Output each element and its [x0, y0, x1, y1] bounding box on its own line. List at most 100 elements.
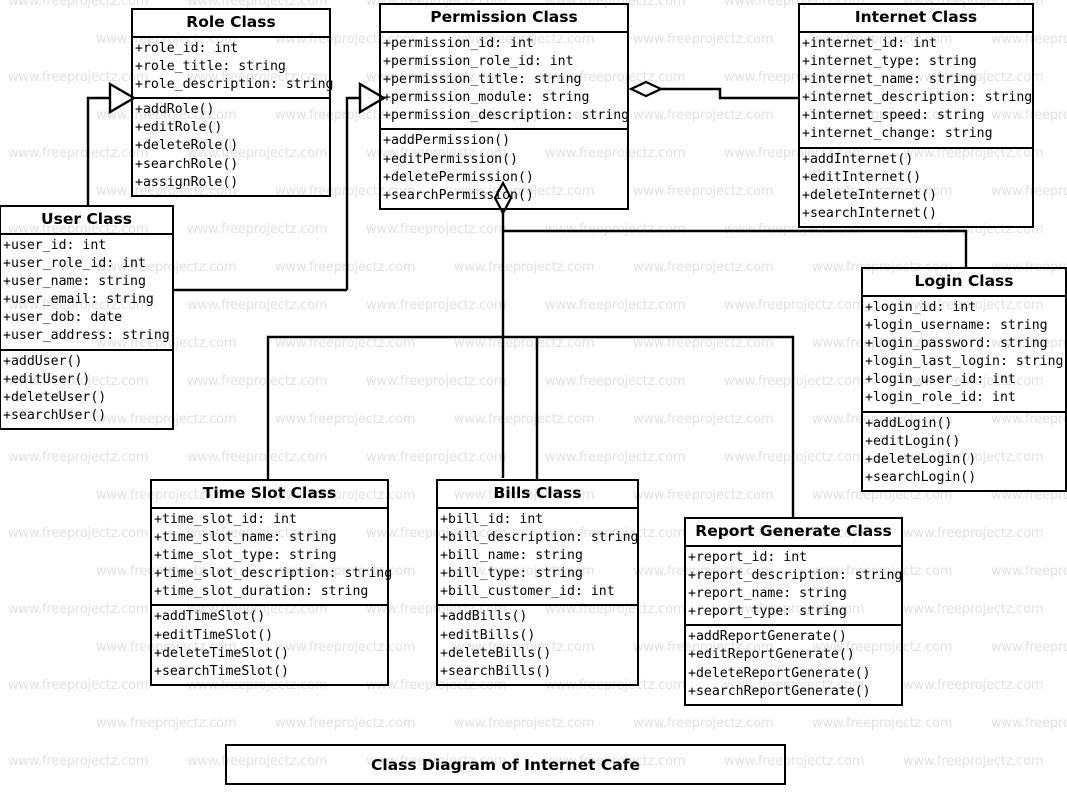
- method-row: +deletePermission(): [383, 169, 534, 185]
- method-row: +editReportGenerate(): [688, 647, 855, 663]
- watermark-text: www.freeprojectz.com: [366, 298, 507, 313]
- watermark-text: www.freeprojectz.com: [275, 716, 416, 731]
- attribute-row: +time_slot_type: string: [154, 548, 337, 564]
- watermark-text: www.freeprojectz.com: [187, 298, 328, 313]
- method-row: +editTimeSlot(): [154, 627, 274, 643]
- attribute-row: +user_name: string: [3, 274, 146, 290]
- watermark-text: www.freeprojectz.com: [545, 298, 686, 313]
- watermark-text: www.freeprojectz.com: [633, 32, 774, 47]
- class-box-time-slot[interactable]: Time Slot Class +time_slot_id: int+time_…: [150, 479, 392, 686]
- method-row: +deleteUser(): [3, 389, 107, 405]
- watermark-text: www.freeprojectz.com: [8, 678, 149, 693]
- method-row: +searchBills(): [440, 663, 552, 679]
- method-row: +editRole(): [135, 120, 223, 136]
- watermark-text: www.freeprojectz.com: [633, 716, 774, 731]
- watermark-text: www.freeprojectz.com: [8, 0, 149, 9]
- attribute-row: +bill_description: string: [440, 530, 639, 546]
- watermark-text: www.freeprojectz.com: [724, 298, 865, 313]
- method-row: +assignRole(): [135, 174, 239, 190]
- attribute-row: +bill_id: int: [440, 512, 544, 528]
- method-row: +searchTimeSlot(): [154, 663, 289, 679]
- attribute-row: +report_description: string: [688, 568, 903, 584]
- attribute-row: +time_slot_duration: string: [154, 584, 369, 600]
- watermark-text: www.freeprojectz.com: [633, 260, 774, 275]
- attribute-row: +bill_name: string: [440, 548, 583, 564]
- attribute-row: +permission_description: string: [383, 108, 630, 124]
- class-title-user: User Class: [1, 207, 172, 236]
- watermark-text: www.freeprojectz.com: [724, 450, 865, 465]
- class-attributes-report-generate: +report_id: int +report_description: stri…: [686, 547, 903, 627]
- attribute-row: +time_slot_name: string: [154, 530, 337, 546]
- watermark-text: www.freeprojectz.com: [454, 412, 595, 427]
- method-row: +editUser(): [3, 371, 91, 387]
- class-methods-login: +addLogin()+editLogin()+deleteLogin()+se…: [863, 413, 1065, 490]
- method-row: +editInternet(): [802, 169, 922, 185]
- attribute-row: +report_name: string: [688, 586, 847, 602]
- watermark-text: www.freeprojectz.com: [8, 602, 149, 617]
- method-row: +editBills(): [440, 627, 536, 643]
- watermark-text: www.freeprojectz.com: [187, 450, 328, 465]
- class-box-permission[interactable]: Permission Class +permission_id: int+per…: [379, 3, 629, 210]
- method-row: +addInternet(): [802, 151, 914, 167]
- watermark-text: www.freeprojectz.com: [633, 108, 774, 123]
- watermark-text: www.freeprojectz.com: [366, 222, 507, 237]
- watermark-text: www.freeprojectz.com: [8, 70, 149, 85]
- attribute-row: +report_id: int: [688, 550, 808, 566]
- attribute-row: +role_id: int: [135, 41, 239, 57]
- class-box-internet[interactable]: Internet Class +internet_id: int+interne…: [798, 3, 1034, 228]
- attribute-row: +role_title: string: [135, 59, 286, 75]
- watermark-text: www.freeprojectz.com: [366, 450, 507, 465]
- attribute-row: +internet_description: string: [802, 90, 1033, 106]
- connector-spine-to-timeslot: [266, 335, 503, 480]
- watermark-text: www.freeprojectz.com: [187, 222, 328, 237]
- watermark-text: www.freeprojectz.com: [812, 716, 953, 731]
- method-row: +addLogin(): [865, 415, 953, 431]
- watermark-text: www.freeprojectz.com: [454, 716, 595, 731]
- connector-permission-to-internet: [654, 87, 798, 100]
- watermark-text: www.freeprojectz.com: [724, 374, 865, 389]
- watermark-text: www.freeprojectz.com: [8, 526, 149, 541]
- class-attributes-bills: +bill_id: int +bill_description: string +b…: [438, 509, 639, 607]
- method-row: +searchUser(): [3, 407, 107, 423]
- class-title-bills: Bills Class: [438, 481, 637, 510]
- class-box-report-generate[interactable]: Report Generate Class +report_id: int+re…: [684, 517, 903, 706]
- watermark-text: www.freeprojectz.com: [903, 678, 1044, 693]
- attribute-row: +internet_speed: string: [802, 108, 985, 124]
- method-row: +editLogin(): [865, 433, 961, 449]
- watermark-text: www.freeprojectz.com: [545, 450, 686, 465]
- class-title-report-generate: Report Generate Class: [686, 519, 901, 548]
- attribute-row: +internet_type: string: [802, 54, 977, 70]
- watermark-text: www.freeprojectz.com: [903, 754, 1044, 769]
- attribute-row: +internet_name: string: [802, 72, 977, 88]
- attribute-row: +internet_id: int: [802, 36, 937, 52]
- watermark-text: www.freeprojectz.com: [991, 640, 1067, 655]
- method-row: +deleteReportGenerate(): [688, 665, 871, 681]
- attribute-row: +login_username: string: [865, 318, 1048, 334]
- diagram-caption-text: Class Diagram of Internet Cafe: [371, 755, 640, 774]
- class-box-bills[interactable]: Bills Class +bill_id: int +bill_descripti…: [436, 479, 639, 686]
- class-box-user[interactable]: User Class +user_id: int+user_role_id: i…: [0, 205, 174, 430]
- class-methods-bills: +addBills()+editBills()+deleteBills()+se…: [438, 606, 637, 683]
- attribute-row: +user_dob: date: [3, 310, 123, 326]
- watermark-text: www.freeprojectz.com: [8, 754, 149, 769]
- attribute-row: +login_user_id: int: [865, 372, 1016, 388]
- attribute-row: +time_slot_id: int: [154, 512, 297, 528]
- method-row: +addReportGenerate(): [688, 629, 847, 645]
- watermark-text: www.freeprojectz.com: [8, 146, 149, 161]
- diagram-caption-box: Class Diagram of Internet Cafe: [225, 744, 786, 785]
- attribute-row: +user_address: string: [3, 328, 170, 344]
- watermark-text: www.freeprojectz.com: [633, 488, 774, 503]
- watermark-text: www.freeprojectz.com: [633, 412, 774, 427]
- attribute-row: +login_role_id: int: [865, 390, 1016, 406]
- attribute-row: +permission_role_id: int: [383, 54, 574, 70]
- attribute-row: +user_id: int: [3, 238, 107, 254]
- method-row: +searchReportGenerate(): [688, 683, 871, 699]
- attribute-row: +login_last_login: string: [865, 354, 1064, 370]
- class-box-role[interactable]: Role Class +role_id: int+role_title: str…: [131, 8, 334, 197]
- method-row: +deleteRole(): [135, 138, 239, 154]
- class-attributes-role: +role_id: int+role_title: string+role_de…: [133, 38, 334, 100]
- attribute-row: +internet_change: string: [802, 126, 993, 142]
- class-box-login[interactable]: Login Class +login_id: int+login_usernam…: [861, 267, 1067, 492]
- watermark-text: www.freeprojectz.com: [545, 374, 686, 389]
